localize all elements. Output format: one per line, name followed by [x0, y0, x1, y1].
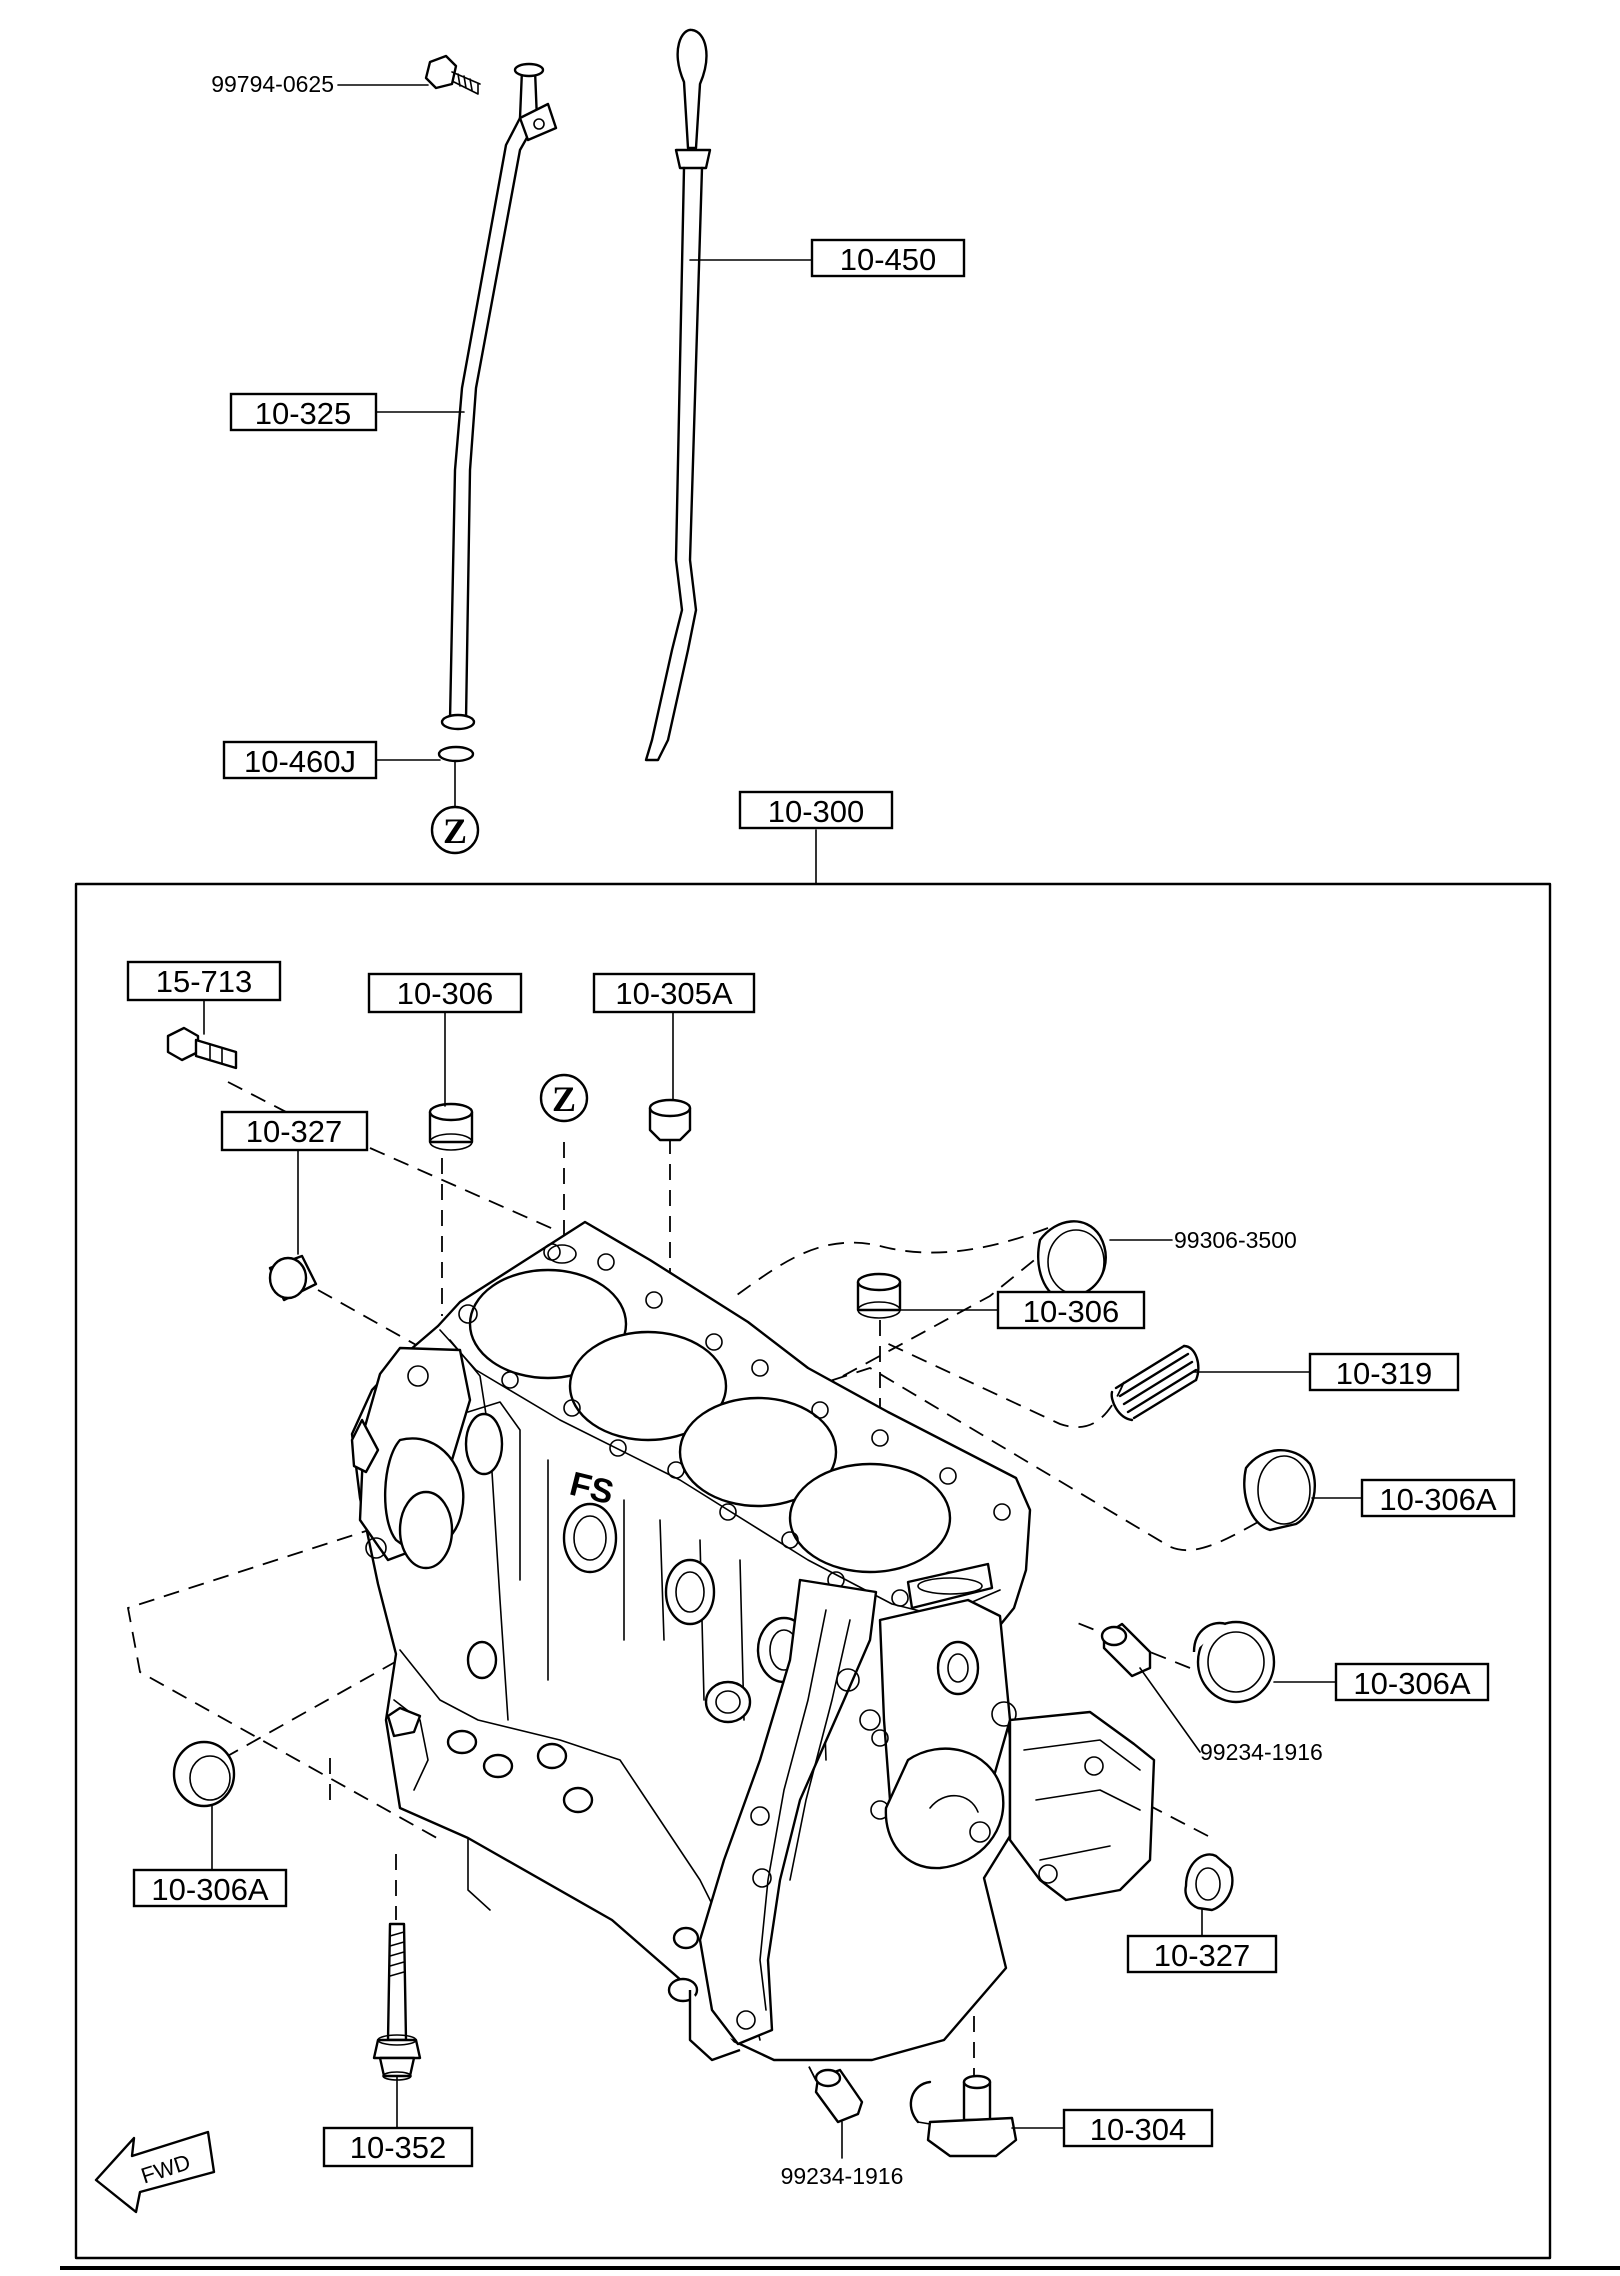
label-block-text: 10-300 [768, 794, 865, 829]
oil-dipstick [644, 28, 712, 762]
label-seal-right-lower: 10-306A [1334, 1662, 1490, 1702]
label-seal-left: 10-306A [132, 1868, 288, 1908]
z-marker-upper-text: Z [443, 811, 467, 851]
label-pin-left-text: 10-327 [246, 1114, 343, 1149]
label-seal-left-text: 10-306A [151, 1872, 269, 1907]
label-dipstick: 10-450 [810, 238, 966, 278]
plug-10-305a [648, 1098, 692, 1142]
label-pin-right: 10-327 [1126, 1934, 1278, 1974]
label-nozzle-text: 10-304 [1090, 2112, 1187, 2147]
oil-jet-10-304 [909, 2074, 1018, 2158]
seal-10-306a-left [172, 1740, 236, 1808]
spring-10-319 [1110, 1344, 1200, 1422]
label-pin-right-text: 10-327 [1154, 1938, 1251, 1973]
label-seal-right-lower-text: 10-306A [1353, 1666, 1471, 1701]
leader-lines [203, 999, 1363, 2159]
label-plug-top-a-text: 10-305A [615, 976, 733, 1011]
plug-99306-3500 [1037, 1220, 1107, 1302]
fwd-arrow: FWD [94, 2130, 216, 2214]
label-bolt-top: 99794-0625 [211, 71, 334, 97]
label-dipstick-text: 10-450 [840, 242, 937, 277]
label-bolt-left: 15-713 [126, 960, 282, 1002]
block-assembly-frame [74, 882, 1552, 2260]
label-seal-right-upper: 10-306A [1360, 1478, 1516, 1518]
label-nozzle: 10-304 [1062, 2108, 1214, 2148]
label-plug-top: 10-306 [367, 972, 523, 1014]
hex-bolt [424, 54, 481, 95]
z-marker-lower-text: Z [552, 1079, 576, 1119]
label-stud-text: 10-352 [350, 2130, 447, 2165]
label-o-ring: 10-460J [222, 740, 378, 780]
label-pin-left: 10-327 [220, 1110, 369, 1152]
label-plug-right-text: 10-306 [1023, 1294, 1120, 1329]
label-plug-top-a: 10-305A [592, 972, 756, 1014]
oil-level-gauge-pipe [440, 62, 558, 731]
z-marker-lower: Z [539, 1073, 589, 1123]
label-gauge-pipe: 10-325 [229, 392, 378, 432]
cylinder-block: FS [350, 1220, 1156, 2062]
label-stud: 10-352 [322, 2126, 474, 2168]
label-block: 10-300 [738, 790, 894, 830]
o-ring [437, 745, 475, 763]
label-dowel-bottom: 99234-1916 [781, 2163, 904, 2189]
label-plug-large-right: 99306-3500 [1174, 1227, 1297, 1253]
seal-10-306a-upper [1243, 1449, 1317, 1532]
label-bolt-left-text: 15-713 [156, 964, 253, 999]
label-plug-top-text: 10-306 [397, 976, 494, 1011]
z-marker-upper: Z [430, 805, 480, 855]
label-spring: 10-319 [1308, 1352, 1460, 1392]
pin-10-327-left [268, 1254, 318, 1302]
stud-10-352 [372, 1922, 422, 2081]
label-gauge-pipe-text: 10-325 [255, 396, 352, 431]
plug-10-306-top [428, 1102, 474, 1151]
seal-10-306a-lower [1192, 1620, 1276, 1704]
label-o-ring-text: 10-460J [244, 744, 356, 779]
dowel-99234-1916-bottom [814, 2068, 864, 2124]
pin-10-327-right [1184, 1853, 1234, 1912]
fwd-text: FWD [138, 2149, 193, 2188]
bolt-15-713 [166, 1026, 238, 1070]
label-seal-right-upper-text: 10-306A [1379, 1482, 1497, 1517]
label-dowel-right: 99234-1916 [1200, 1739, 1323, 1765]
label-plug-right: 10-306 [996, 1290, 1146, 1330]
dowel-99234-1916-right [1100, 1622, 1152, 1678]
plug-10-306-right [856, 1272, 902, 1319]
label-spring-text: 10-319 [1336, 1356, 1433, 1391]
